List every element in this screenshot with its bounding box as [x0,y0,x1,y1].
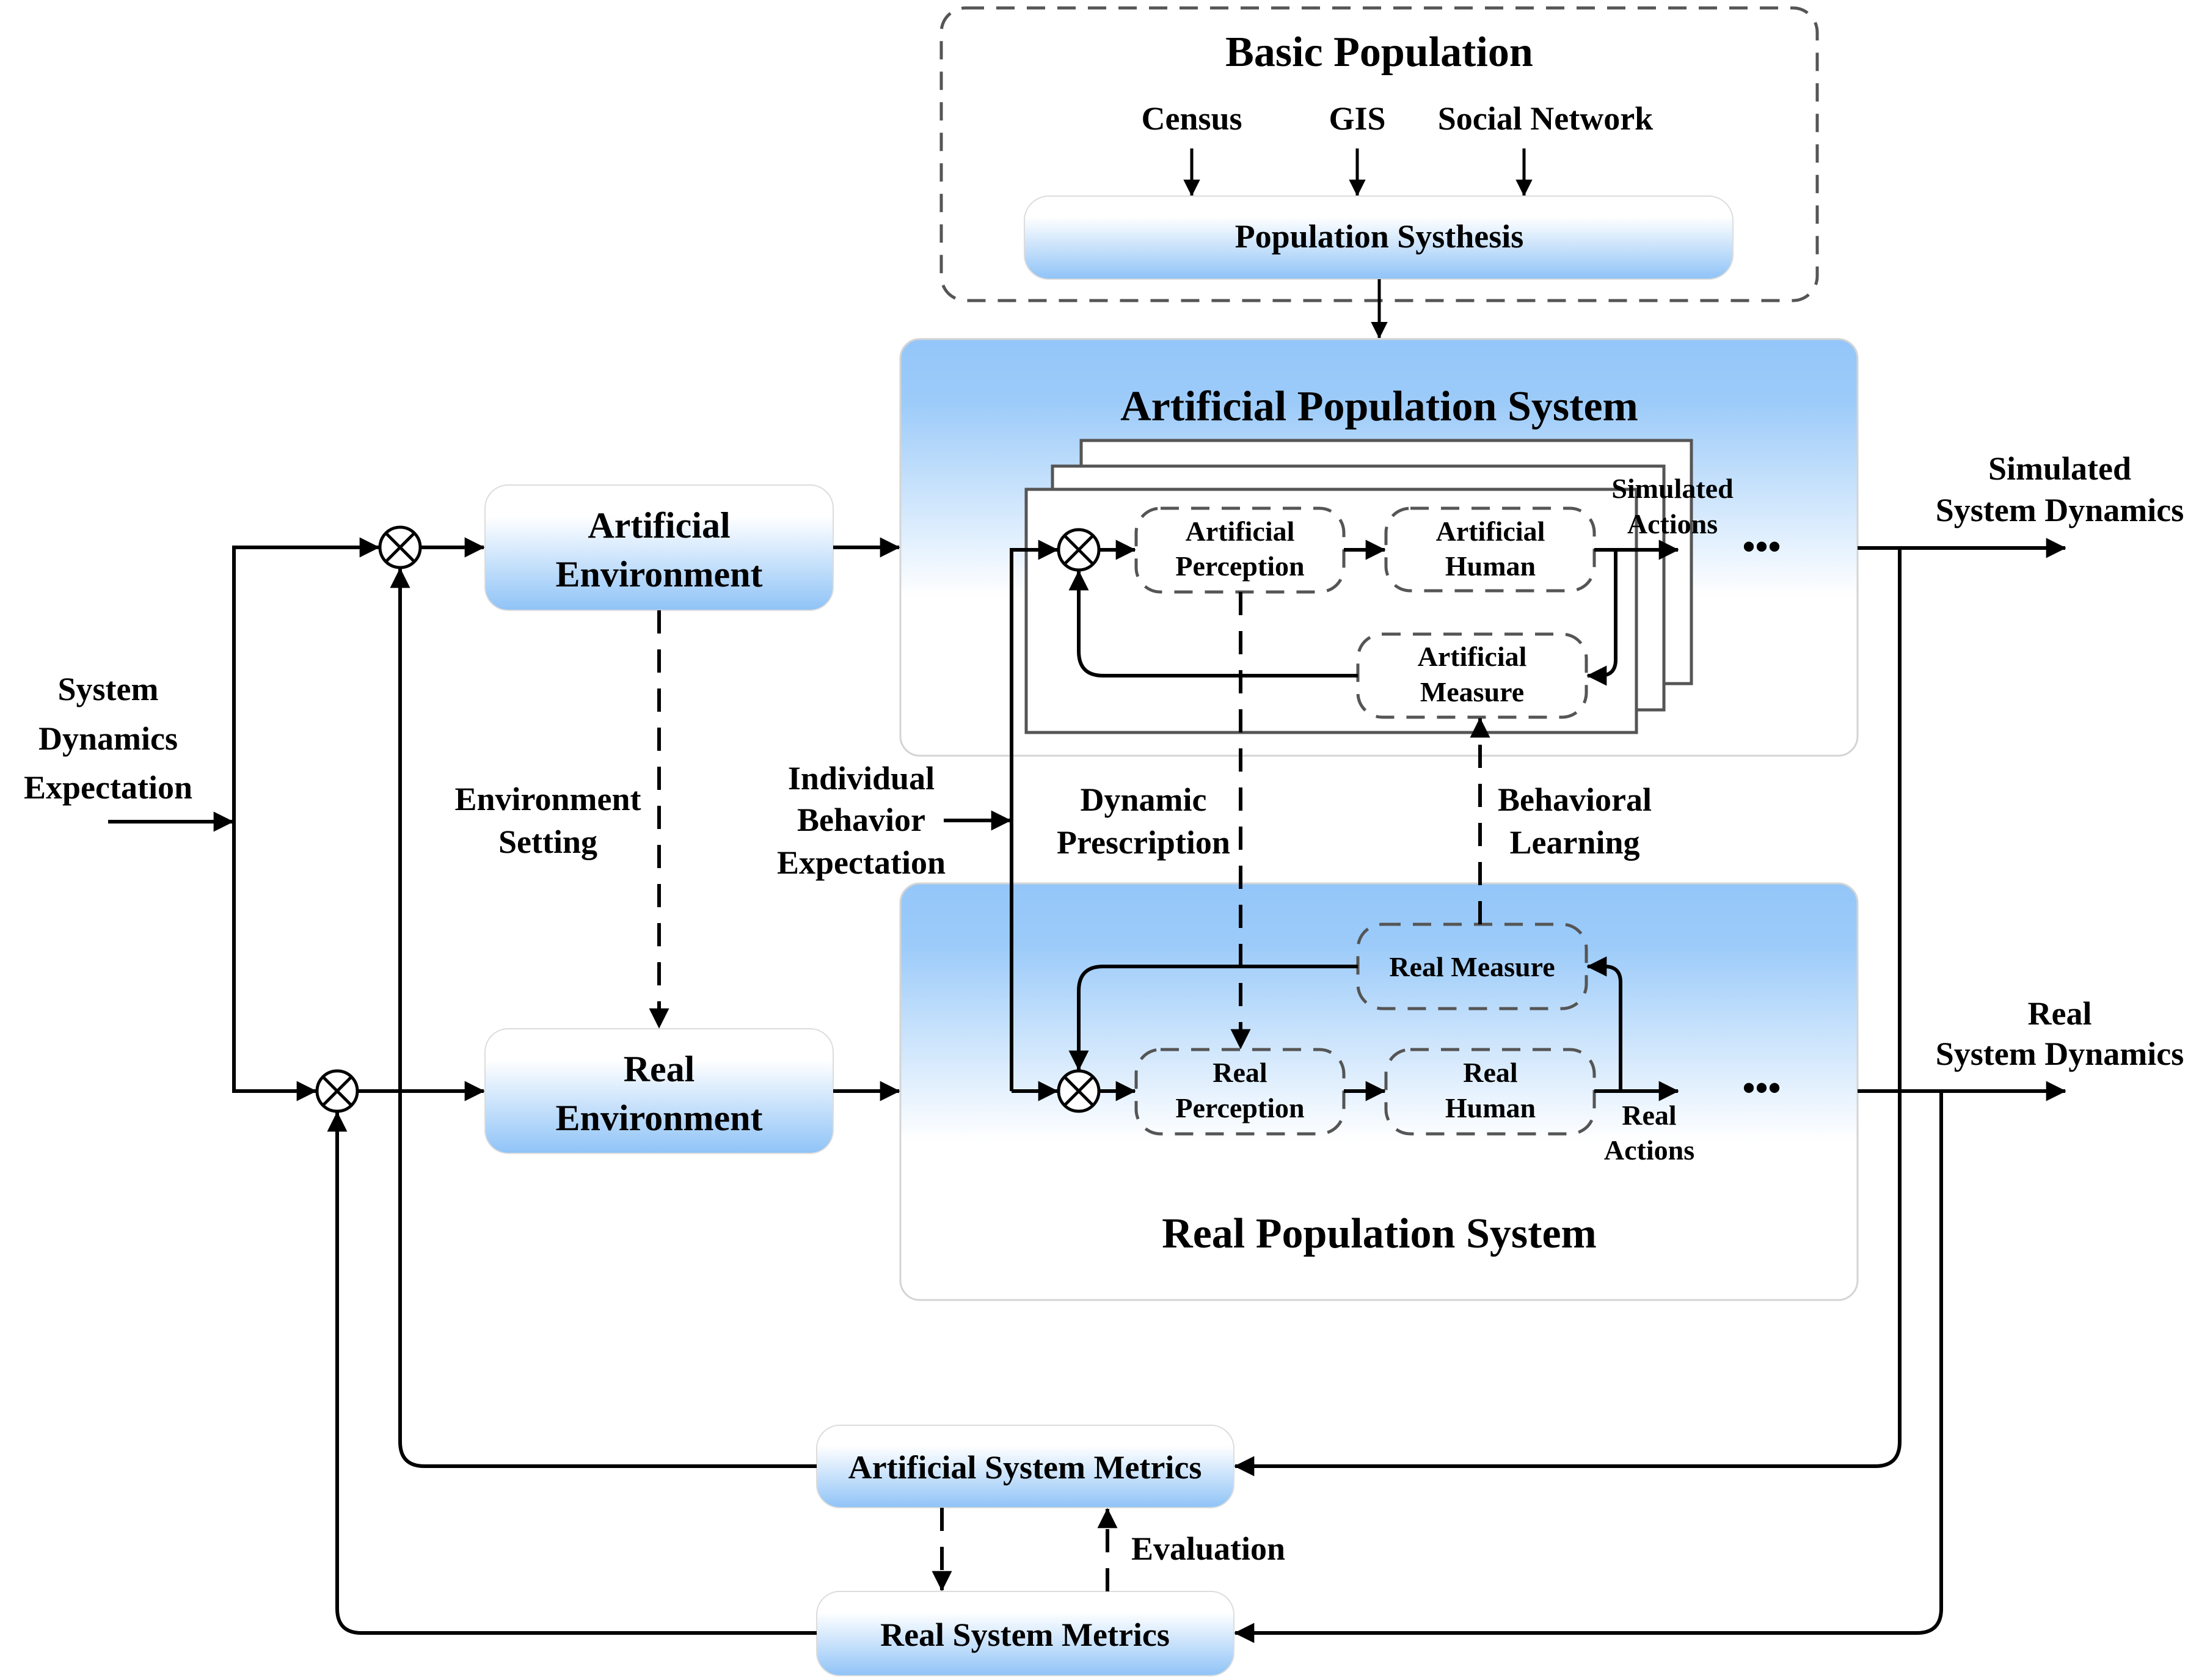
individual-expectation-label-3: Expectation [777,844,946,881]
measure-feedback-arrow [1068,570,1358,677]
artificial-metrics-label: Artificial System Metrics [848,1449,1202,1486]
source-census: Census [1141,100,1242,137]
real-measure-label: Real Measure [1389,951,1555,982]
simulated-dynamics-label-1: Simulated [1988,450,2131,487]
basic-population-group: Basic Population Census GIS Social Netwo… [939,6,1819,339]
artificial-population-system: Artificial Population System Artificial … [899,338,1859,757]
behavioral-learning-label-1: Behavioral [1498,781,1652,818]
individual-bus-to-aps [1010,539,1059,1091]
real-environment-label-1: Real [624,1049,695,1089]
individual-expectation-label-1: Individual [788,760,935,797]
dynamic-prescription-label-1: Dynamic [1081,781,1207,818]
artificial-measure-label-1: Artificial [1418,641,1527,672]
real-environment-label-2: Environment [556,1098,763,1138]
real-human-label-1: Real [1463,1057,1517,1088]
simulated-to-metrics-line [1234,548,1902,1477]
real-perception-label-2: Perception [1175,1092,1304,1123]
real-dynamics-label-1: Real [2028,995,2092,1032]
rps-sum-junction [1057,1069,1101,1113]
real-metrics-feedback [327,1111,817,1635]
source-gis: GIS [1329,100,1385,137]
real-dynamics-label-2: System Dynamics [1936,1035,2184,1072]
artificial-metrics-feedback [390,568,817,1468]
metrics: Artificial System Metrics Real System Me… [327,548,1943,1676]
artificial-measure-label-2: Measure [1420,676,1524,707]
artificial-environment-label-2: Environment [556,554,763,594]
real-env-sum-junction [315,1069,359,1113]
system-expectation-label-2: Dynamics [38,720,178,757]
environment-setting-label-1: Environment [454,781,641,817]
real-perception-label-1: Real [1213,1057,1267,1088]
real-measure-feedback-arrow [1068,965,1358,1071]
real-actions-label-1: Real [1622,1100,1676,1131]
expectation-split-bottom [232,822,317,1101]
aps-sum-junction [1057,528,1101,572]
real-to-metrics-line [1234,1091,1943,1643]
aps-ellipsis: ••• [1742,527,1781,567]
system-expectation-label-3: Expectation [24,769,192,806]
real-population-system: Real Population System Real Measure Real… [899,882,1859,1301]
simulated-actions-label-2: Actions [1627,508,1718,539]
simulated-actions-label-1: Simulated [1611,473,1734,504]
individual-expectation-label-2: Behavior [797,802,925,838]
artificial-environment-label-1: Artificial [588,505,730,546]
population-synthesis-label: Population Systhesis [1235,218,1524,255]
source-social-network: Social Network [1438,100,1653,137]
basic-population-title: Basic Population [1225,29,1533,76]
artificial-perception-label-1: Artificial [1186,516,1295,547]
agent-stack-front [1024,488,1638,734]
system-expectation-label-1: System [58,671,159,707]
environments: Artificial Environment Real Environment … [454,484,900,1154]
real-human-label-2: Human [1445,1092,1536,1123]
evaluation-label: Evaluation [1131,1530,1285,1567]
artificial-env-sum-junction [378,525,422,569]
artificial-human-label-1: Artificial [1436,516,1545,547]
rps-ellipsis: ••• [1742,1068,1781,1108]
expectation-split-top [232,537,380,822]
human-to-measure-arrow [1586,550,1617,686]
behavioral-learning-label-2: Learning [1509,824,1639,861]
real-human-to-measure-arrow [1586,956,1622,1091]
simulated-dynamics-label-2: System Dynamics [1936,492,2184,528]
rps-title: Real Population System [1162,1210,1597,1257]
artificial-perception-label-2: Perception [1175,550,1304,582]
aps-title: Artificial Population System [1120,383,1638,430]
dynamic-prescription-label-2: Prescription [1057,824,1230,861]
real-metrics-label: Real System Metrics [880,1616,1170,1653]
real-actions-label-2: Actions [1604,1134,1694,1166]
artificial-human-label-2: Human [1445,550,1536,582]
environment-setting-label-2: Setting [498,824,597,860]
